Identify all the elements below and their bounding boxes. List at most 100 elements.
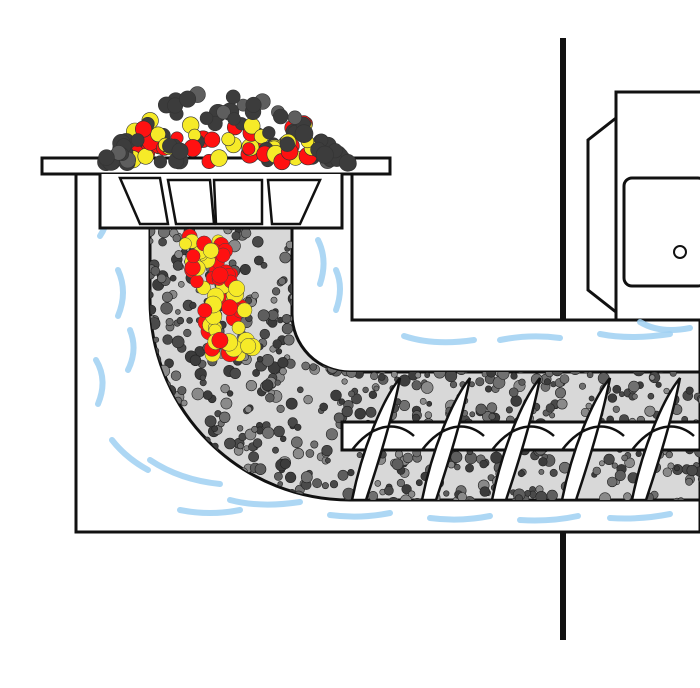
hot-ash-particle [287, 110, 303, 125]
ash-pebble [501, 281, 513, 294]
ash-pebble [401, 484, 412, 495]
ash-pebble [329, 480, 339, 489]
ash-pebble [538, 468, 545, 475]
ash-pebble [509, 278, 519, 289]
ash-pebble [355, 241, 366, 251]
hot-ash-particle [242, 142, 256, 156]
ash-pebble [623, 492, 632, 500]
ash-pebble [456, 289, 469, 302]
ash-pebble [416, 245, 426, 255]
auger-flight [490, 377, 542, 502]
ash-pebble [257, 309, 270, 322]
ash-pebble [510, 278, 524, 291]
ash-pebble [165, 317, 174, 326]
ash-pebble [202, 390, 213, 400]
ash-pebble [189, 301, 197, 310]
ash-pebble [220, 383, 230, 394]
ash-pebble [411, 245, 420, 253]
ash-pebble [390, 370, 398, 378]
ash-pebble [174, 250, 183, 259]
ash-pebble [432, 271, 444, 284]
ash-pebble [427, 248, 434, 255]
ash-pebble [496, 245, 503, 252]
ash-pebble [429, 257, 441, 268]
water-streak [177, 507, 243, 516]
ash-pebble [169, 274, 177, 282]
ash-pebble [287, 417, 298, 428]
ash-pebble [378, 373, 386, 381]
ash-pebble [426, 400, 433, 407]
hot-ash-particle [130, 133, 145, 147]
ash-pebble [452, 228, 461, 235]
ash-pebble [521, 228, 533, 237]
hot-ash-particle [197, 303, 213, 318]
ash-pebble [261, 353, 275, 367]
ash-pebble [370, 271, 378, 279]
ash-pebble [504, 295, 514, 305]
ash-pebble [447, 296, 456, 305]
ash-pebble [488, 412, 496, 421]
auger-flight [630, 377, 682, 502]
ash-pebble [365, 406, 377, 418]
hot-ash-particle [186, 249, 201, 264]
ash-pebble [510, 233, 518, 241]
hot-ash-particle [225, 89, 241, 105]
ash-pebble [272, 446, 279, 454]
ash-pebble [631, 393, 638, 400]
ash-pebble [463, 499, 474, 500]
ash-pebble [150, 238, 154, 245]
ash-pebble [171, 335, 185, 349]
ash-pebble [405, 255, 414, 264]
ash-pebble [424, 411, 433, 419]
ash-pebble [574, 309, 585, 319]
water-streak [227, 497, 303, 508]
water-streak [401, 333, 477, 346]
ash-pebble [172, 234, 181, 243]
ash-pebble [158, 237, 167, 247]
ash-pebble [469, 270, 480, 281]
ash-pebble [189, 354, 202, 366]
water-streak [427, 513, 493, 523]
ash-pebble [265, 393, 275, 403]
ash-pebble [341, 405, 353, 418]
ash-pebble [469, 411, 476, 418]
ash-pebble [614, 469, 626, 481]
ash-pebble [239, 263, 251, 275]
ash-pebble [499, 283, 511, 295]
hot-ash-particle [179, 237, 192, 251]
ash-pebble [524, 489, 532, 497]
ash-pebble [211, 425, 218, 433]
ash-pebble [347, 469, 355, 477]
ash-pebble [375, 250, 382, 257]
falling-hot-ash-stream [179, 228, 262, 363]
ash-pebble [414, 372, 422, 379]
hot-ash-particle [221, 132, 236, 147]
auger-flight [560, 377, 612, 502]
ash-pebble [290, 436, 303, 449]
ash-pebble [435, 273, 449, 286]
hot-ash-particle [315, 145, 334, 164]
ash-pebble [448, 243, 456, 251]
ash-pebble [368, 390, 378, 399]
hot-ash-particle [189, 274, 204, 289]
ash-pebble [252, 438, 263, 448]
ash-pebble [547, 251, 560, 265]
ash-pebble [621, 454, 628, 462]
ash-pebble [248, 451, 259, 463]
ash-pebble [611, 462, 618, 469]
ash-pebble [479, 486, 490, 497]
ash-pebble [647, 392, 655, 400]
drive-motor [586, 90, 700, 322]
ash-pebble [183, 328, 192, 338]
ash-pebble [448, 249, 460, 260]
hot-ash-particle [98, 149, 115, 166]
ash-pebble [417, 220, 423, 226]
ash-pebble [277, 481, 284, 487]
ash-pebble [321, 445, 333, 457]
ash-pebble [453, 240, 464, 251]
water-streak [125, 327, 137, 373]
ash-pebble [421, 381, 434, 394]
ash-pebble [477, 306, 489, 317]
ash-pebble [391, 458, 404, 471]
auger-flight-edge [631, 425, 695, 451]
